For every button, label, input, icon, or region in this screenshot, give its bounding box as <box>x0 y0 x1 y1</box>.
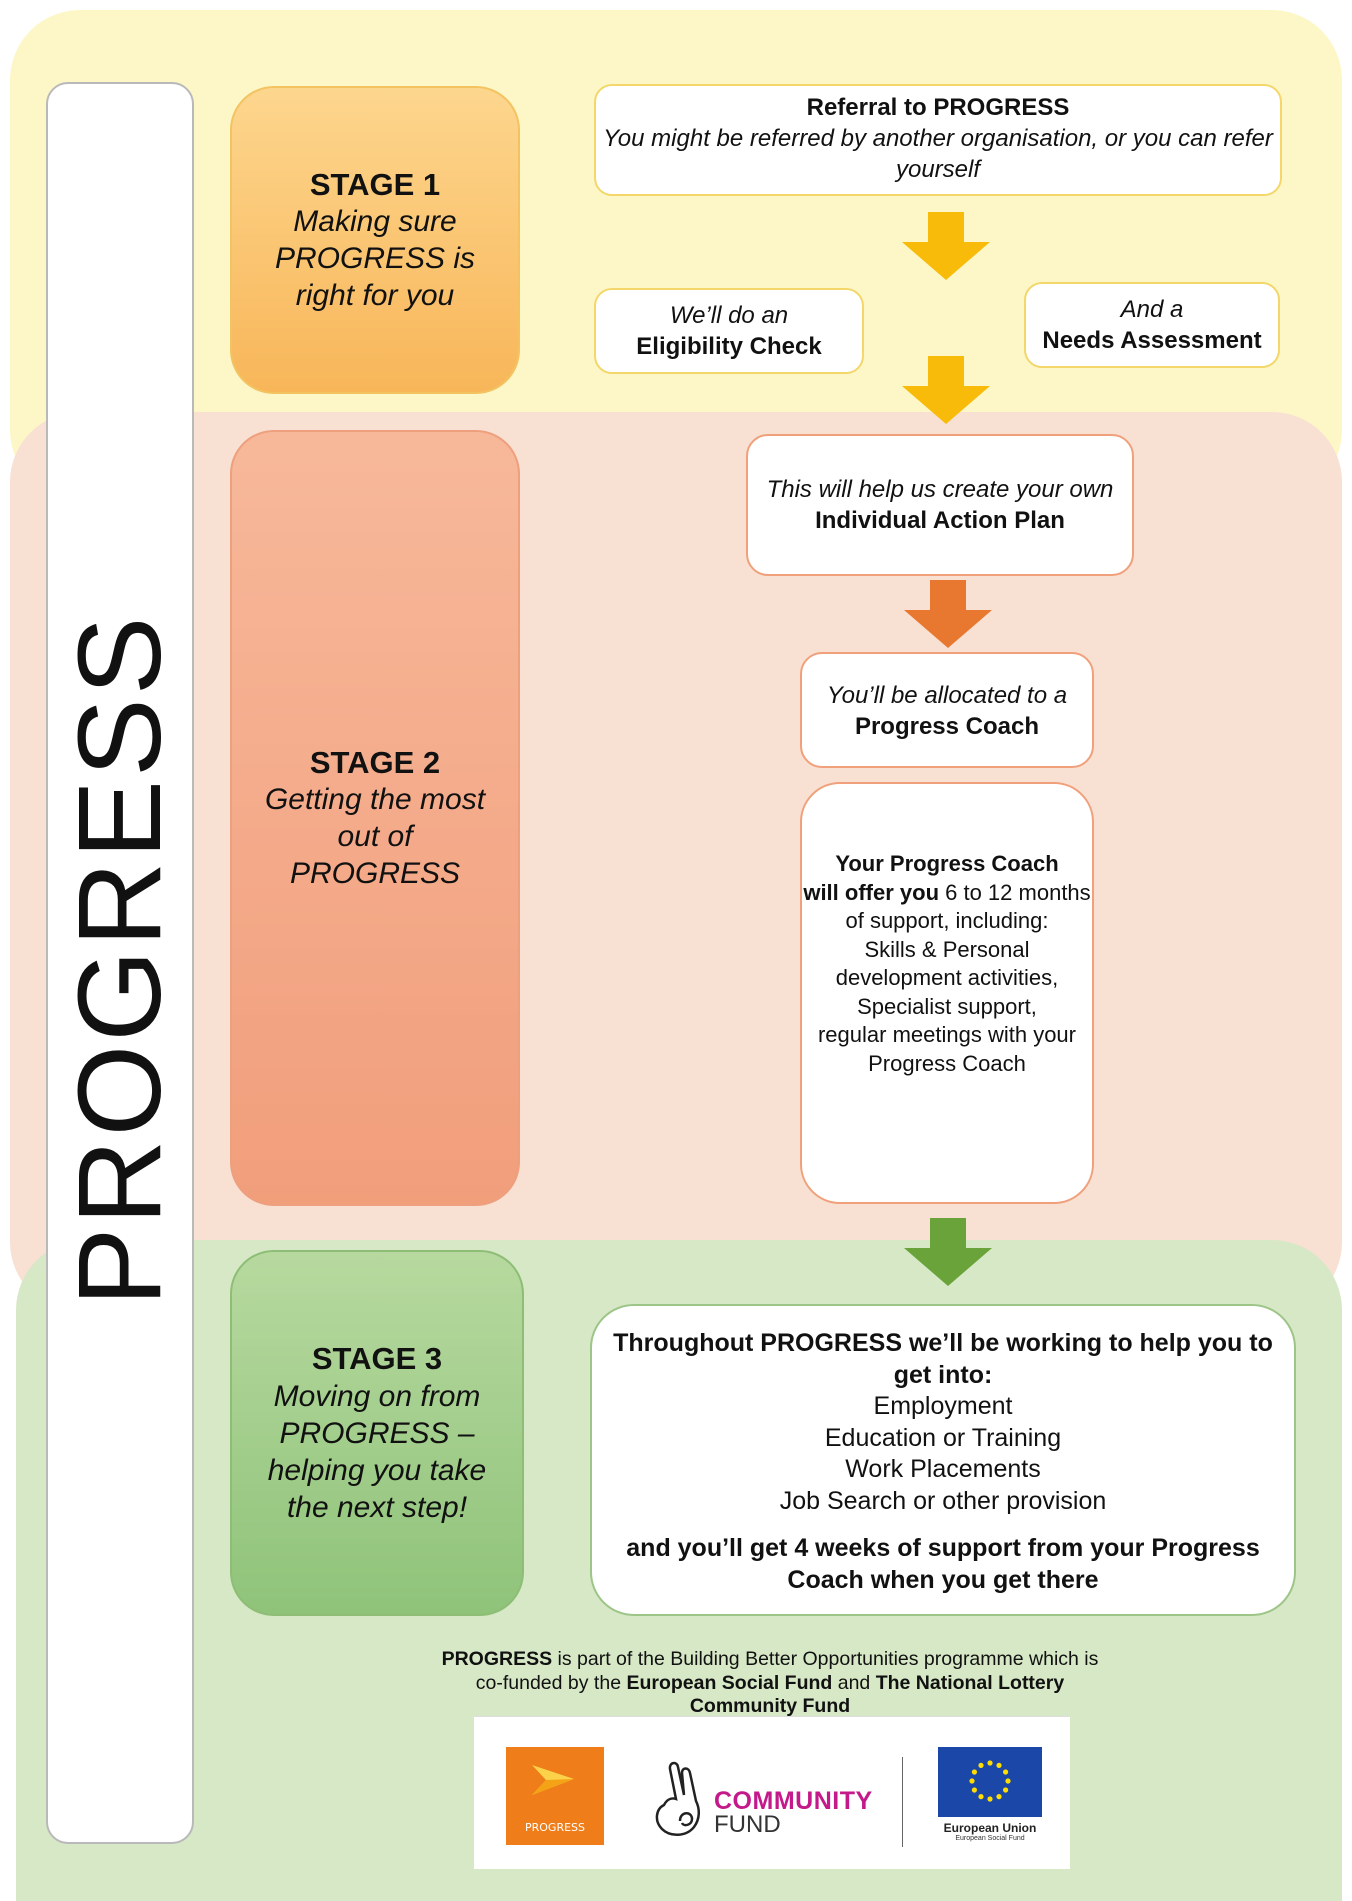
eligibility-title: Eligibility Check <box>636 333 822 360</box>
referral-box: Referral to PROGRESS You might be referr… <box>594 84 1282 196</box>
needs-assessment-box: And a Needs Assessment <box>1024 282 1280 368</box>
footer-esf: European Social Fund <box>626 1671 833 1694</box>
progress-logo: PROGRESS <box>506 1747 604 1845</box>
offer-intro: Your Progress Coach will offer you 6 to … <box>802 850 1092 936</box>
action-plan-box: This will help us create your own Indivi… <box>746 434 1134 576</box>
offer-item: regular meetings with your Progress Coac… <box>817 1022 1076 1076</box>
outcome-item: Education or Training <box>824 1423 1062 1452</box>
stage-1-subtitle: Making sure PROGRESS is right for you <box>274 205 476 313</box>
stage2-band <box>10 412 1342 1312</box>
outcomes-box: Throughout PROGRESS we’ll be working to … <box>590 1304 1296 1616</box>
coach-title: Progress Coach <box>854 713 1040 740</box>
logo-divider <box>902 1757 903 1847</box>
down-arrow-icon <box>902 212 990 280</box>
progress-side-banner <box>46 82 194 1844</box>
stage-2-subtitle: Getting the most out of PROGRESS <box>264 783 486 891</box>
referral-text: You might be referred by another organis… <box>603 125 1273 183</box>
esf-logo-text: European Social Fund <box>955 1835 1025 1842</box>
coach-lead: You’ll be allocated to a <box>826 682 1068 709</box>
action-plan-lead: This will help us create your own <box>766 476 1114 503</box>
footer-text-2: and <box>832 1671 876 1694</box>
outcomes-closing: and you’ll get 4 weeks of support from y… <box>626 1534 1260 1594</box>
stage-1-title: STAGE 1 <box>309 166 441 202</box>
community-fund-text-2: FUND <box>714 1811 781 1838</box>
footer-text-1: is part of the Building Better Opportuni… <box>475 1648 1099 1694</box>
offer-item: Skills & Personal development activities… <box>835 936 1059 991</box>
progress-coach-box: You’ll be allocated to a Progress Coach <box>800 652 1094 768</box>
action-plan-title: Individual Action Plan <box>815 507 1065 534</box>
stage-3-subtitle: Moving on from PROGRESS – helping you ta… <box>267 1379 487 1524</box>
eu-flag-icon <box>938 1747 1042 1817</box>
stage-3-card: STAGE 3 Moving on from PROGRESS – helpin… <box>230 1250 524 1616</box>
coach-offer-box: Your Progress Coach will offer you 6 to … <box>800 782 1094 1204</box>
progress-side-title: PROGRESS <box>54 613 186 1307</box>
funder-logos: PROGRESS COMMUNITY FUND European Union E… <box>474 1716 1070 1869</box>
eligibility-lead: We’ll do an <box>669 302 789 329</box>
eligibility-check-box: We’ll do an Eligibility Check <box>594 288 864 374</box>
outcome-item: Work Placements <box>845 1455 1041 1483</box>
progress-logo-text: PROGRESS <box>524 1821 586 1834</box>
outcomes-intro: Throughout PROGRESS we’ll be working to … <box>613 1329 1273 1389</box>
needs-lead: And a <box>1120 296 1184 323</box>
stage-2-card: STAGE 2 Getting the most out of PROGRESS <box>230 430 520 1206</box>
stage-1-card: STAGE 1 Making sure PROGRESS is right fo… <box>230 86 520 394</box>
offer-rest: 6 to 12 months of support, including: <box>845 879 1091 934</box>
down-arrow-icon <box>902 356 990 424</box>
outcome-item: Employment <box>873 1392 1013 1420</box>
outcome-item: Job Search or other provision <box>779 1486 1107 1515</box>
progress-arrow-icon <box>532 1765 574 1795</box>
down-arrow-icon <box>904 580 992 648</box>
stage-3-title: STAGE 3 <box>311 1341 443 1377</box>
down-arrow-icon <box>904 1218 992 1286</box>
crossed-fingers-icon <box>655 1761 700 1836</box>
needs-title: Needs Assessment <box>1042 327 1262 354</box>
outcomes-list: Employment Education or Training Work Pl… <box>602 1391 1284 1517</box>
offer-bold-1: Your Progress Coach <box>835 851 1059 876</box>
footer-nlcf: The National Lottery Community Fund <box>689 1671 1065 1718</box>
community-fund-text-1: COMMUNITY <box>714 1787 873 1815</box>
footer-brand: PROGRESS <box>441 1648 553 1670</box>
offer-bold-2: will offer you <box>803 879 940 905</box>
referral-title: Referral to PROGRESS <box>806 94 1070 121</box>
stage-2-title: STAGE 2 <box>309 744 441 780</box>
funding-statement: PROGRESS is part of the Building Better … <box>440 1648 1100 1719</box>
eu-logo-text: European Union <box>943 1821 1037 1835</box>
offer-item: Specialist support, <box>857 993 1037 1019</box>
